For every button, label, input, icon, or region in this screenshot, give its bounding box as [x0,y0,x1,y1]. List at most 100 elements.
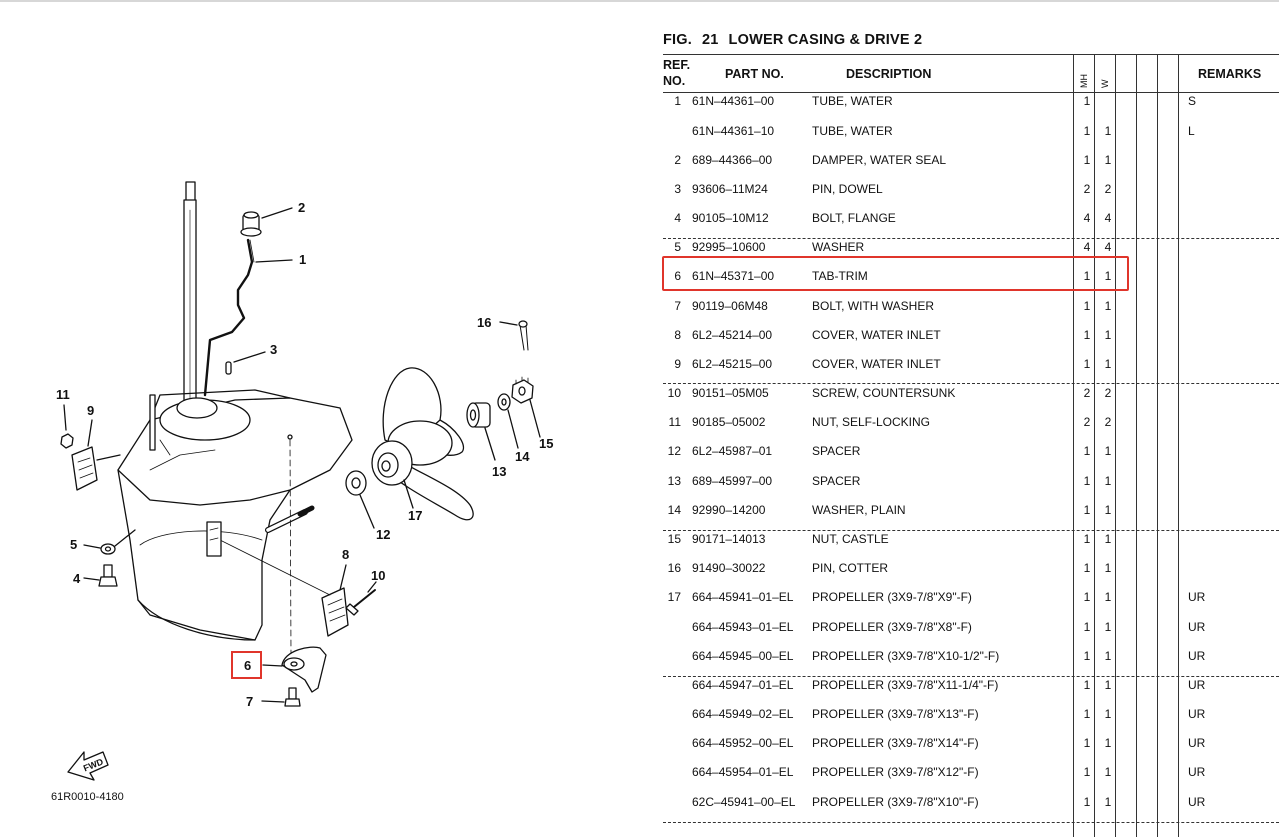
cell-q2: 1 [1104,328,1112,342]
part-8-cover [206,521,349,637]
table-top-rule [663,54,1279,55]
cell-q1: 1 [1083,795,1091,809]
diagram-drawing [60,181,541,781]
cell-q2: 1 [1104,153,1112,167]
cell-desc: PROPELLER (3X9-7/8"X10-1/2"-F) [812,649,1000,663]
cell-part: 62C–45941–00–EL [692,795,796,809]
cell-ref: 12 [667,444,681,458]
cell-rem: UR [1188,765,1206,779]
cell-ref: 1 [674,94,681,108]
cell-rem: UR [1188,678,1206,692]
callout-7: 7 [246,694,254,709]
cell-part: 6L2–45987–01 [692,444,773,458]
cell-desc: PROPELLER (3X9-7/8"X14"-F) [812,736,979,750]
cell-q2: 1 [1104,503,1112,517]
cell-q1: 2 [1083,386,1091,400]
cell-ref: 4 [674,211,681,225]
cell-q1: 1 [1083,590,1091,604]
cell-ref: 9 [674,357,681,371]
part-16-cotter-pin [499,320,529,351]
cell-desc: DAMPER, WATER SEAL [812,153,947,167]
cell-desc: PROPELLER (3X9-7/8"X8"-F) [812,620,972,634]
cell-part: 689–44366–00 [692,153,773,167]
cell-rem: UR [1188,736,1206,750]
part-2-damper [240,207,293,237]
cell-q1: 1 [1083,474,1091,488]
group-separator [663,822,1279,823]
part-11-nut [60,404,74,449]
col-divider [1136,54,1137,837]
cell-part: 90105–10M12 [692,211,769,225]
callout-4: 4 [73,571,81,586]
cell-desc: PIN, COTTER [812,561,889,575]
callout-6: 6 [244,658,252,673]
cell-desc: SPACER [812,444,861,458]
cell-q1: 1 [1083,707,1091,721]
cell-ref: 11 [668,415,681,429]
callout-2: 2 [298,200,306,215]
cell-q2: 1 [1104,765,1112,779]
cell-ref: 3 [674,182,681,196]
cell-q2: 2 [1104,182,1112,196]
cell-q1: 2 [1083,415,1091,429]
cell-part: 664–45941–01–EL [692,590,794,604]
header-no: NO. [663,74,686,88]
cell-q1: 1 [1083,765,1091,779]
cell-q1: 2 [1083,182,1091,196]
cell-ref: 10 [667,386,681,400]
group-separator [663,383,1279,384]
cell-q1: 1 [1083,153,1091,167]
cell-part: 90119–06M48 [692,299,768,313]
cell-q2: 1 [1104,357,1112,371]
cell-q1: 1 [1083,94,1091,108]
col-divider [1115,54,1116,837]
part-10-screw [345,581,377,616]
cell-part: 92990–14200 [692,503,766,517]
cell-desc: TUBE, WATER [812,124,893,138]
cell-ref: 8 [674,328,681,342]
cell-part: 689–45997–00 [692,474,773,488]
drive-shaft [183,181,197,411]
callout-1: 1 [299,252,307,267]
cell-q2: 2 [1104,386,1112,400]
cell-q1: 1 [1083,649,1091,663]
callout-3: 3 [270,342,278,357]
cell-q1: 1 [1083,561,1091,575]
cell-rem: UR [1188,590,1206,604]
cell-q2: 4 [1104,211,1112,225]
figure-label: FIG. [663,32,692,48]
cell-part: 93606–11M24 [692,182,768,196]
figure-code: 61R0010-4180 [51,791,124,803]
callout-14: 14 [515,449,530,464]
cell-desc: TAB-TRIM [812,269,868,283]
cell-rem: UR [1188,649,1206,663]
part-5-washer [83,529,136,555]
top-border [0,0,1279,2]
cell-desc: NUT, SELF-LOCKING [812,415,931,429]
cell-q2: 1 [1104,474,1112,488]
part-13-spacer [466,402,496,461]
exploded-diagram: 1 2 3 4 5 6 7 8 9 10 11 12 13 14 15 16 1… [51,181,553,803]
cell-q2: 1 [1104,736,1112,750]
part-17-propeller [371,367,474,521]
cell-desc: PROPELLER (3X9-7/8"X12"-F) [812,765,979,779]
cell-part: 92995–10600 [692,240,766,254]
cell-q1: 1 [1083,357,1091,371]
cell-desc: BOLT, WITH WASHER [812,299,935,313]
group-separator [663,238,1279,239]
cell-q2: 1 [1104,124,1112,138]
cell-desc: BOLT, FLANGE [812,211,896,225]
header-description: DESCRIPTION [846,67,932,81]
cell-ref: 5 [674,240,681,254]
